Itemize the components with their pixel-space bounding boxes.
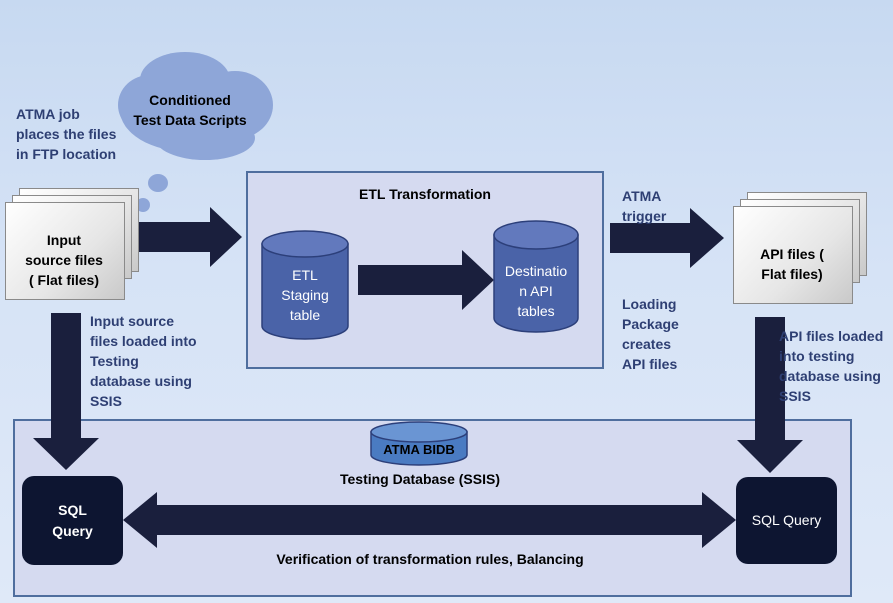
- atma-bidb-label: ATMA BIDB: [383, 442, 455, 457]
- input-loaded-line-4: database using: [90, 373, 192, 389]
- loading-package-line-2: Package: [622, 316, 679, 332]
- loading-package-line-3: creates: [622, 336, 672, 352]
- input-files-line-1: Input: [46, 232, 82, 248]
- atma-job-line-3: in FTP location: [16, 146, 117, 162]
- input-loaded-line-2: files loaded into: [90, 333, 197, 349]
- sql-right-label: SQL Query: [751, 512, 822, 528]
- api-loaded-line-3: database using: [779, 368, 881, 384]
- api-loaded-line-2: into testing: [779, 348, 855, 364]
- input-loaded-line-3: Testing: [90, 353, 139, 369]
- api-files-line-1: API files (: [760, 246, 824, 262]
- arrow-to-api-files: [610, 208, 724, 268]
- loading-package-line-1: Loading: [622, 296, 677, 312]
- api-files-label: API files ( Flat files): [733, 244, 851, 284]
- double-arrow-verification: [123, 492, 736, 548]
- api-loaded-label: API files loaded into testing database u…: [779, 326, 883, 406]
- etl-staging-cylinder: [261, 230, 349, 340]
- destination-label: Destinatio n API tables: [494, 261, 578, 321]
- input-files-line-3: ( Flat files): [28, 272, 99, 288]
- atma-trigger-line-2: trigger: [622, 208, 667, 224]
- arrow-to-etl: [130, 207, 242, 267]
- arrow-down-left: [33, 313, 99, 470]
- page-front: [5, 202, 125, 300]
- input-loaded-line-1: Input source: [90, 313, 175, 329]
- destination-line-2: n API: [519, 283, 553, 299]
- cloud-shape: [118, 52, 273, 225]
- atma-trigger-label: ATMA trigger: [622, 186, 666, 226]
- sql-query-right[interactable]: SQL Query: [736, 477, 837, 564]
- page-front: [733, 206, 853, 304]
- arrow-staging-to-destination: [358, 250, 494, 310]
- input-loaded-label: Input source files loaded into Testing d…: [90, 311, 197, 411]
- cloud-line-2: Test Data Scripts: [133, 112, 247, 128]
- loading-package-label: Loading Package creates API files: [622, 294, 679, 374]
- destination-api-cylinder: [493, 220, 579, 333]
- testing-database-label: Testing Database (SSIS): [339, 471, 500, 487]
- atma-job-line-1: ATMA job: [16, 106, 80, 122]
- sql-query-left[interactable]: SQL Query: [22, 476, 123, 565]
- atma-bidb-cylinder: [370, 421, 468, 466]
- atma-job-label: ATMA job places the files in FTP locatio…: [16, 104, 116, 164]
- etl-staging-line-1: ETL: [292, 267, 318, 283]
- arrow-down-right: [737, 317, 803, 473]
- loading-package-line-4: API files: [622, 356, 678, 372]
- api-files-stack: API files ( Flat files): [733, 192, 873, 312]
- input-files-label: Input source files ( Flat files): [5, 230, 123, 290]
- destination-line-3: tables: [517, 303, 555, 319]
- sql-left-line-1: SQL: [58, 501, 87, 518]
- api-loaded-line-4: SSIS: [779, 388, 811, 404]
- input-loaded-line-5: SSIS: [90, 393, 122, 409]
- api-loaded-line-1: API files loaded: [779, 328, 884, 344]
- cloud-label: Conditioned Test Data Scripts: [130, 90, 250, 130]
- atma-job-line-2: places the files: [16, 126, 117, 142]
- sql-left-line-2: Query: [52, 522, 93, 539]
- etl-staging-line-3: table: [289, 307, 321, 323]
- atma-trigger-line-1: ATMA: [622, 188, 662, 204]
- etl-staging-line-2: Staging: [281, 287, 329, 303]
- etl-title: ETL Transformation: [359, 186, 491, 202]
- api-files-line-2: Flat files): [761, 266, 823, 282]
- etl-staging-label: ETL Staging table: [262, 265, 348, 325]
- input-files-line-2: source files: [25, 252, 103, 268]
- verification-label: Verification of transformation rules, Ba…: [276, 551, 584, 567]
- input-files-stack: Input source files ( Flat files): [5, 188, 145, 308]
- destination-line-1: Destinatio: [504, 263, 568, 279]
- cloud-line-1: Conditioned: [149, 92, 231, 108]
